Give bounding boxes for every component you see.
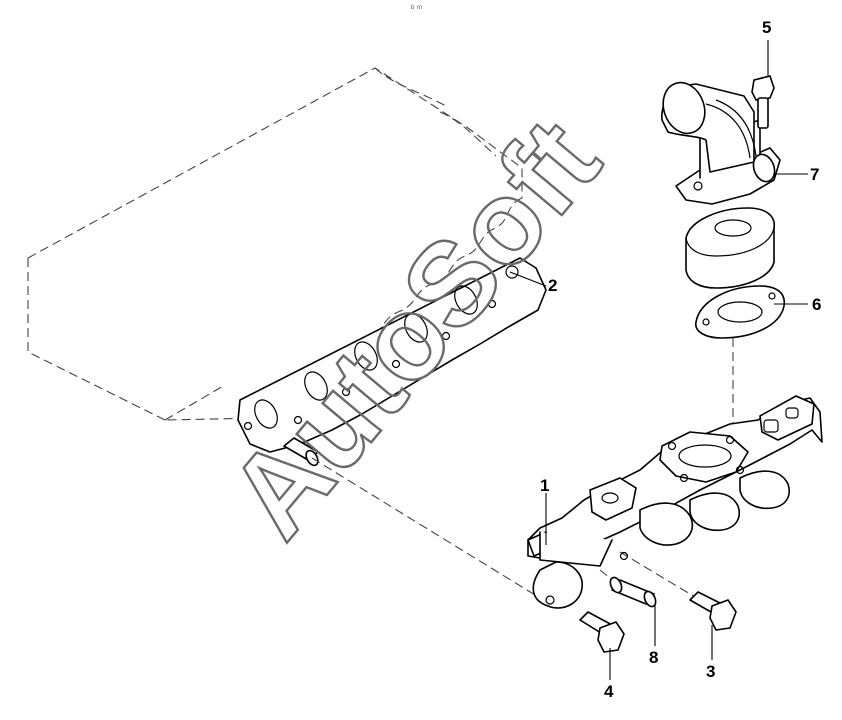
manifold-bolt-left <box>579 611 625 653</box>
housing-bolt <box>751 75 775 129</box>
callout-5: 5 <box>762 18 771 37</box>
manifold-stud-upper <box>283 437 319 467</box>
watermark-text: AutoSoft <box>204 95 625 561</box>
manifold-gasket <box>237 257 547 453</box>
stud-bolt <box>609 576 657 608</box>
callout-3: 3 <box>706 662 715 681</box>
exhaust-manifold <box>527 395 823 609</box>
callout-8: 8 <box>649 648 658 667</box>
callout-6: 6 <box>812 295 821 314</box>
spacer-block <box>685 207 775 289</box>
callout-1: 1 <box>540 476 549 495</box>
top-marker: ᵇ ᵐ <box>411 3 422 13</box>
callout-2: 2 <box>548 276 557 295</box>
callout-4: 4 <box>604 682 614 701</box>
leader-lines <box>509 40 808 680</box>
manifold-bolt-right <box>689 591 737 631</box>
thermostat-housing <box>661 81 781 205</box>
flange-gasket <box>695 285 786 339</box>
callout-7: 7 <box>810 165 819 184</box>
callout-labels: 1 2 3 4 5 6 7 8 <box>540 18 821 701</box>
